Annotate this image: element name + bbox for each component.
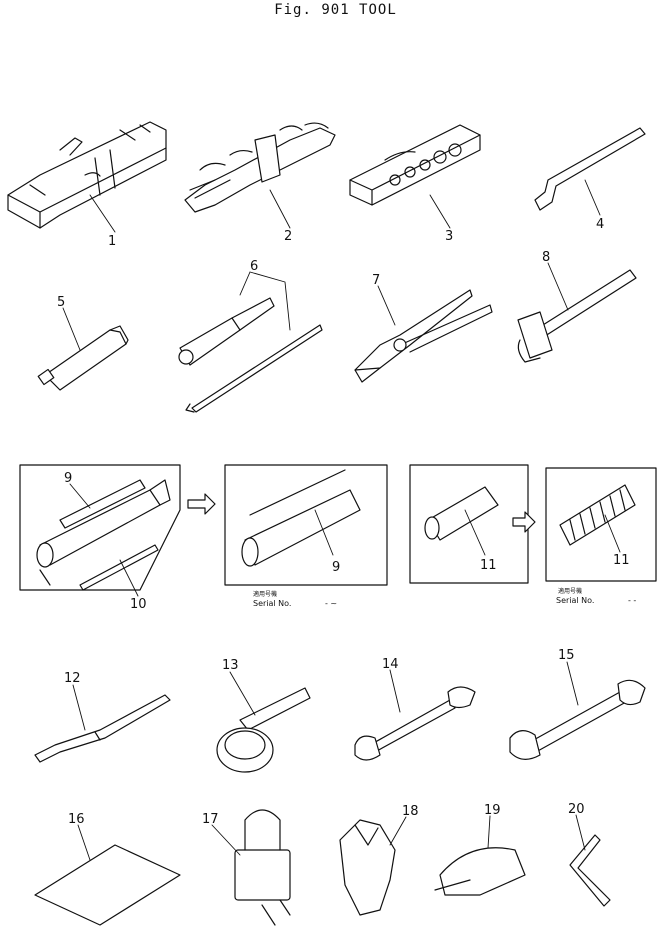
socket-set-icon [349, 124, 481, 206]
callout-11b: 11 [613, 553, 630, 568]
extension-bar-icon [37, 325, 129, 391]
hammer-icon [517, 269, 637, 363]
open-wrench-icon [509, 679, 646, 760]
arrow-icon [187, 493, 216, 515]
serial-label-1: 適用号機 Serial No. - ~ [253, 590, 337, 608]
callout-14: 14 [382, 657, 399, 672]
callout-5: 5 [57, 295, 65, 310]
callout-13: 13 [222, 658, 239, 673]
callout-9: 9 [64, 471, 72, 486]
callout-3: 3 [445, 229, 453, 244]
callout-8: 8 [542, 250, 550, 265]
figure-title: Fig. 901 TOOL [274, 2, 397, 18]
callout-1: 1 [108, 234, 116, 249]
serial-label-2: 適用号機 Serial No. - - [556, 587, 636, 605]
callout-15: 15 [558, 648, 575, 663]
coverall-icon [339, 819, 396, 916]
tool-bag-icon [7, 121, 167, 229]
open-wrench-icon [354, 686, 476, 761]
serial-range-2: - - [628, 596, 636, 605]
cap-icon [434, 847, 526, 896]
serial-jp-1: 適用号機 [253, 590, 277, 598]
manual-icon [34, 844, 181, 926]
leader-lines [62, 179, 621, 861]
callout-19: 19 [484, 803, 501, 818]
callout-2: 2 [284, 229, 292, 244]
grease-cartridge-box [224, 464, 388, 586]
l-wrench-icon [534, 127, 646, 211]
arrow-icon [512, 511, 536, 533]
grease-nozzle-icon [79, 544, 159, 591]
callout-12: 12 [64, 671, 81, 686]
callout-20: 20 [568, 802, 585, 817]
hex-key-icon [569, 834, 611, 907]
cartridge-icon [424, 486, 499, 541]
coil-icon [559, 484, 636, 546]
callout-4: 4 [596, 217, 604, 232]
serial-range-1: - ~ [325, 599, 337, 608]
callout-17: 17 [202, 812, 219, 827]
serial-en-1: Serial No. [253, 599, 291, 608]
callouts: 1 2 3 4 5 6 7 8 9 10 9 11 11 12 13 14 15… [57, 217, 630, 827]
coil-box [545, 467, 657, 582]
callout-16: 16 [68, 812, 85, 827]
grease-gun-icon [36, 479, 171, 586]
wrench-set-icon [184, 122, 336, 213]
grease-cartridge-icon [241, 469, 361, 567]
screwdriver-icon [178, 297, 323, 413]
callout-10: 10 [130, 597, 147, 612]
filter-wrench-icon [216, 687, 311, 773]
callout-7: 7 [372, 273, 380, 288]
callout-11: 11 [480, 558, 497, 573]
grease-gun-box [19, 464, 181, 591]
serial-en-2: Serial No. [556, 596, 594, 605]
pry-bar-icon [34, 694, 171, 763]
serial-jp-2: 適用号機 [558, 587, 582, 595]
padlock-icon [234, 809, 291, 926]
pliers-icon [354, 289, 493, 383]
callout-6: 6 [250, 259, 258, 274]
callout-18: 18 [402, 804, 419, 819]
callout-9b: 9 [332, 560, 340, 575]
